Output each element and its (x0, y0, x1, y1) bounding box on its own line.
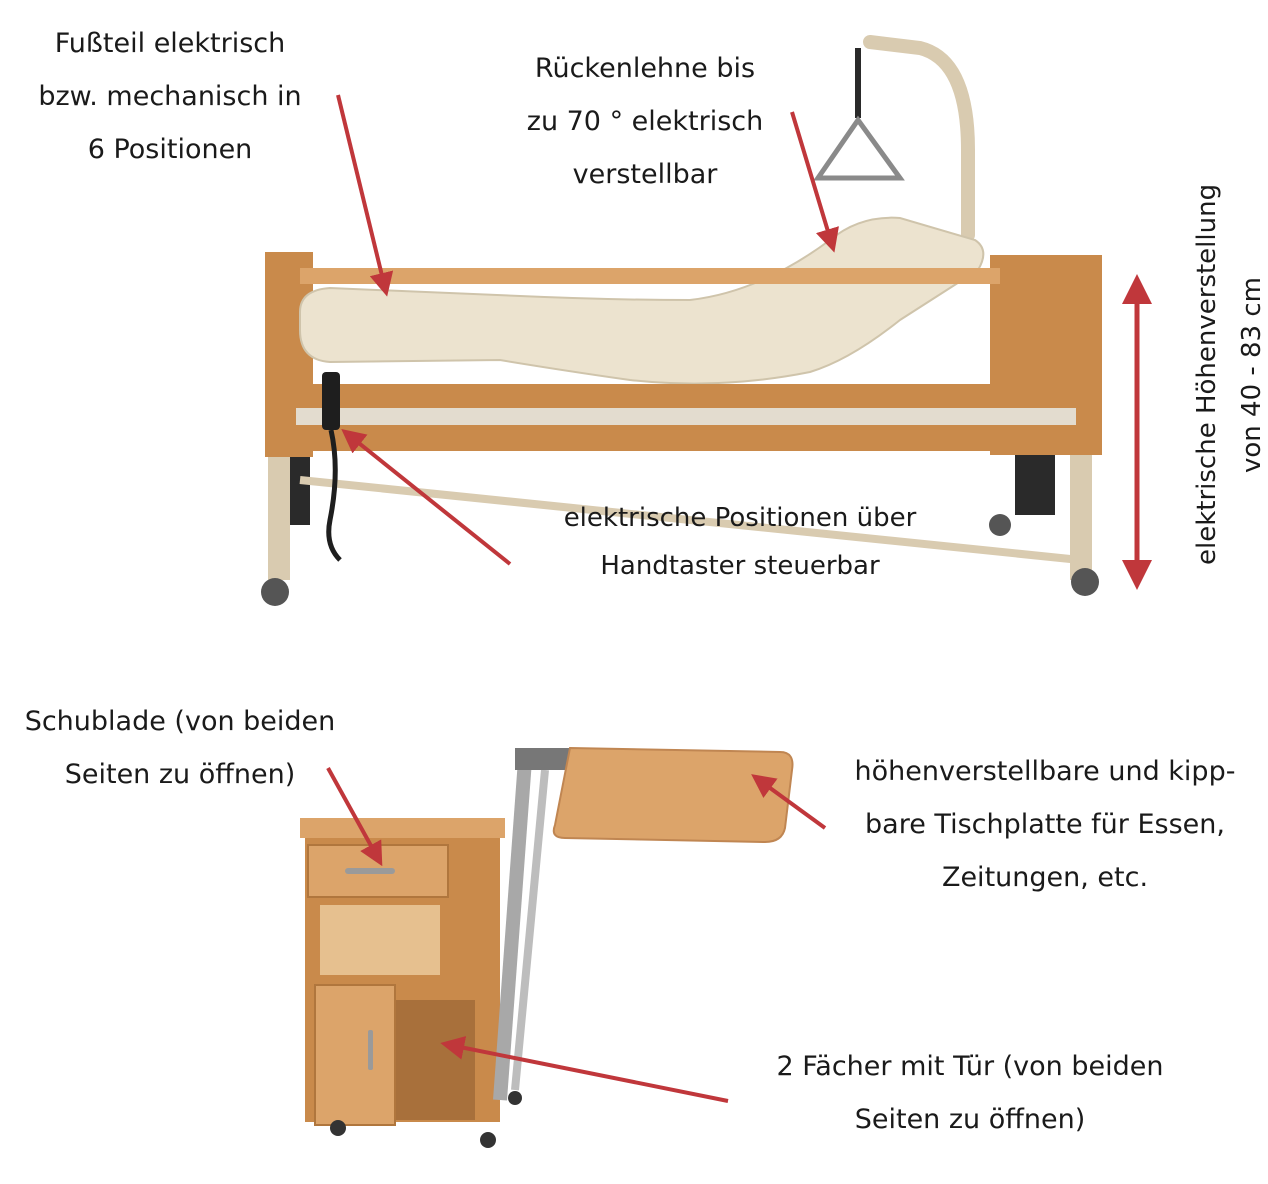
door-handle (368, 1030, 373, 1070)
care-bed (261, 35, 1102, 606)
label-height-adjustment: elektrische Höhenverstellung von 40 - 83… (1185, 183, 1268, 565)
label-table-line2: bare Tischplatte für Essen, (865, 809, 1225, 840)
arrow-drawer (326, 767, 383, 867)
label-compartments: 2 Fächer mit Tür (von beiden Seiten zu ö… (740, 1040, 1200, 1146)
label-drawer-line1: Schublade (von beiden (24, 706, 336, 737)
label-footrest-line3: 6 Positionen (87, 134, 253, 165)
label-height-line1: elektrische Höhenverstellung (1192, 183, 1222, 565)
trapeze-handle (813, 115, 905, 181)
cabinet-compartment (395, 1000, 475, 1120)
cabinet-shelf-opening (320, 905, 440, 975)
label-handset-line1: elektrische Positionen über (563, 503, 917, 533)
label-drawer-line2: Seiten zu öffnen) (64, 759, 296, 790)
handset-cable (326, 429, 342, 562)
arrow-table (751, 774, 827, 830)
motor-right (1015, 455, 1055, 515)
side-rail-top (300, 268, 1000, 284)
label-footrest-line1: Fußteil elektrisch (54, 28, 286, 59)
label-compartments-line2: Seiten zu öffnen) (854, 1104, 1086, 1135)
arrow-handset (341, 429, 512, 566)
arrow-foot (336, 94, 394, 297)
label-backrest: Rückenlehne bis zu 70 ° elektrisch verst… (500, 42, 790, 201)
table-column (493, 759, 532, 1101)
arrow-back (790, 111, 839, 253)
side-rail-middle (296, 384, 1076, 408)
caster-left (261, 578, 289, 606)
lifting-pole (863, 35, 975, 242)
label-drawer: Schublade (von beiden Seiten zu öffnen) (0, 695, 360, 801)
label-backrest-line2: zu 70 ° elektrisch (526, 106, 764, 137)
label-footrest-line2: bzw. mechanisch in (38, 81, 302, 112)
label-handset: elektrische Positionen über Handtaster s… (540, 494, 940, 590)
table-top (552, 746, 794, 844)
overbed-table (493, 746, 794, 1101)
arrow-compartments (440, 1036, 729, 1103)
label-table-line3: Zeitungen, etc. (941, 862, 1149, 893)
label-handset-line2: Handtaster steuerbar (600, 551, 880, 581)
bedside-cabinet (300, 818, 522, 1148)
table-bracket (515, 748, 580, 770)
label-table-top: höhenverstellbare und kipp- bare Tischpl… (830, 745, 1260, 904)
caster-right (1071, 568, 1099, 596)
label-compartments-line1: 2 Fächer mit Tür (von beiden (776, 1051, 1164, 1082)
handset-remote (322, 372, 340, 430)
label-footrest: Fußteil elektrisch bzw. mechanisch in 6 … (20, 17, 320, 176)
callout-arrows (326, 94, 1152, 1103)
mattress (299, 216, 985, 385)
side-rail-bottom (296, 425, 1076, 451)
drawer-handle (345, 868, 395, 874)
cabinet-door (314, 984, 396, 1126)
label-table-line1: höhenverstellbare und kipp- (854, 756, 1236, 787)
label-backrest-line3: verstellbar (572, 159, 718, 190)
motor-left (290, 455, 310, 525)
label-backrest-line1: Rückenlehne bis (534, 53, 756, 84)
label-height-line2: von 40 - 83 cm (1237, 277, 1267, 474)
caster-mid (989, 514, 1011, 536)
